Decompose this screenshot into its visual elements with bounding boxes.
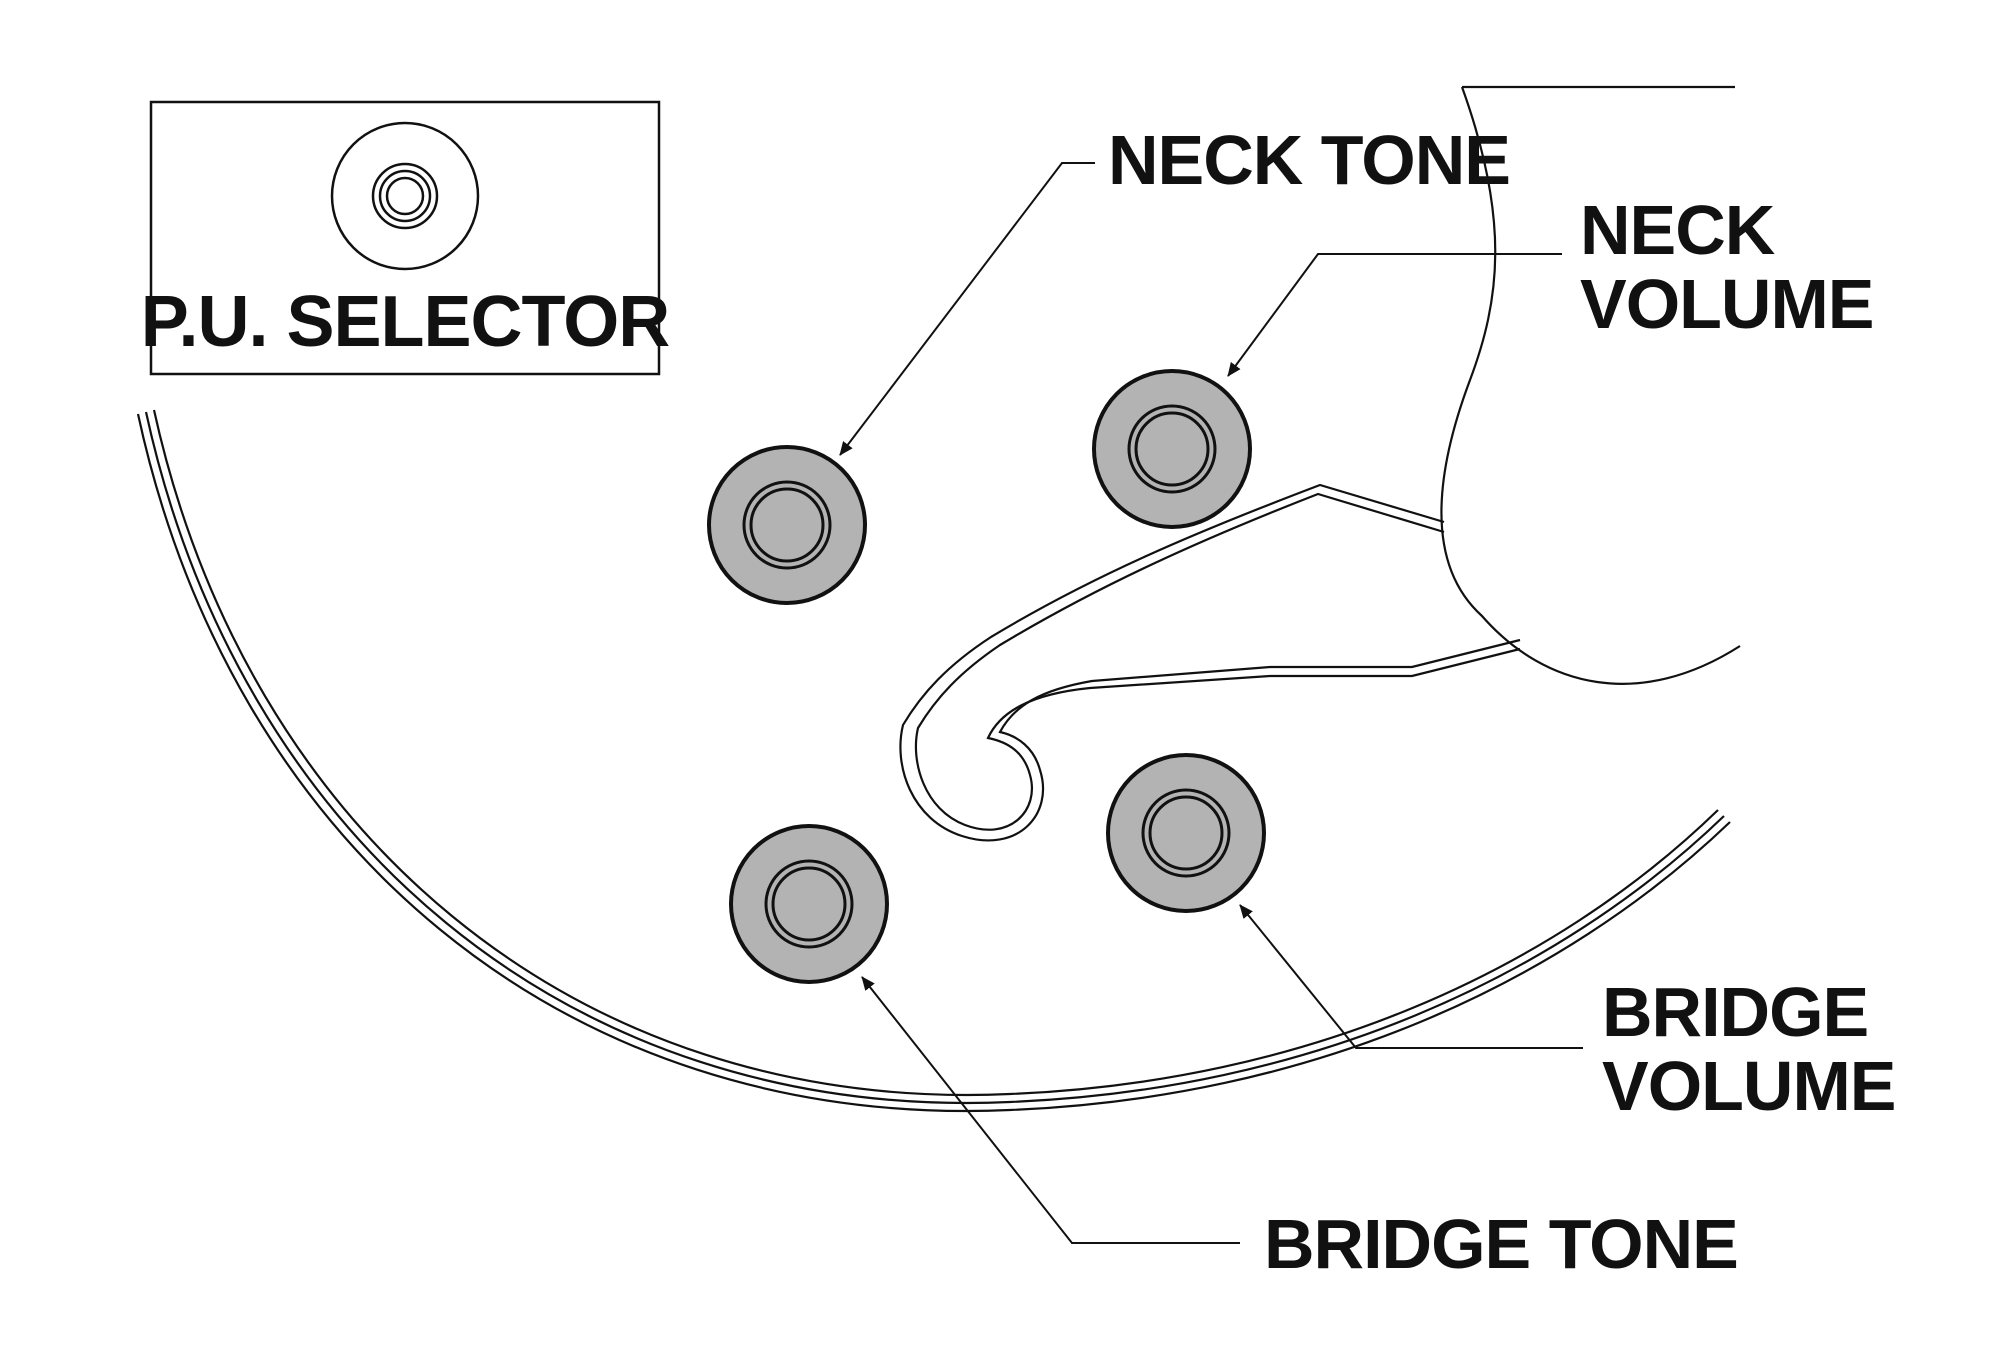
body-cutaway-edge <box>1440 85 1741 685</box>
pickup-selector-panel: P.U. SELECTOR <box>141 100 670 376</box>
neck-volume-label-line1: NECK <box>1580 191 1775 269</box>
pickup-selector-label: P.U. SELECTOR <box>141 282 669 362</box>
bridge-tone-knob[interactable] <box>729 824 889 984</box>
bridge-tone-label: BRIDGE TONE <box>1264 1205 1738 1283</box>
neck-tone-label: NECK TONE <box>1108 121 1510 199</box>
pickup-selector-switch[interactable] <box>330 121 480 271</box>
bridge-volume-label-line2: VOLUME <box>1602 1047 1895 1125</box>
bridge-tone-leader-arrow <box>861 976 1240 1244</box>
neck-volume-leader-arrow <box>1227 253 1562 377</box>
f-hole <box>899 483 1521 842</box>
pickup-selector-frame <box>149 100 661 376</box>
guitar-body-outline <box>136 409 1731 1113</box>
neck-volume-knob[interactable] <box>1092 369 1252 529</box>
bridge-volume-label-line1: BRIDGE <box>1602 973 1868 1051</box>
bridge-volume-leader-arrow <box>1239 904 1583 1049</box>
bridge-volume-knob[interactable] <box>1106 753 1266 913</box>
neck-tone-knob[interactable] <box>707 445 867 605</box>
neck-tone-leader-arrow <box>839 162 1095 456</box>
neck-volume-label-line2: VOLUME <box>1580 265 1873 343</box>
